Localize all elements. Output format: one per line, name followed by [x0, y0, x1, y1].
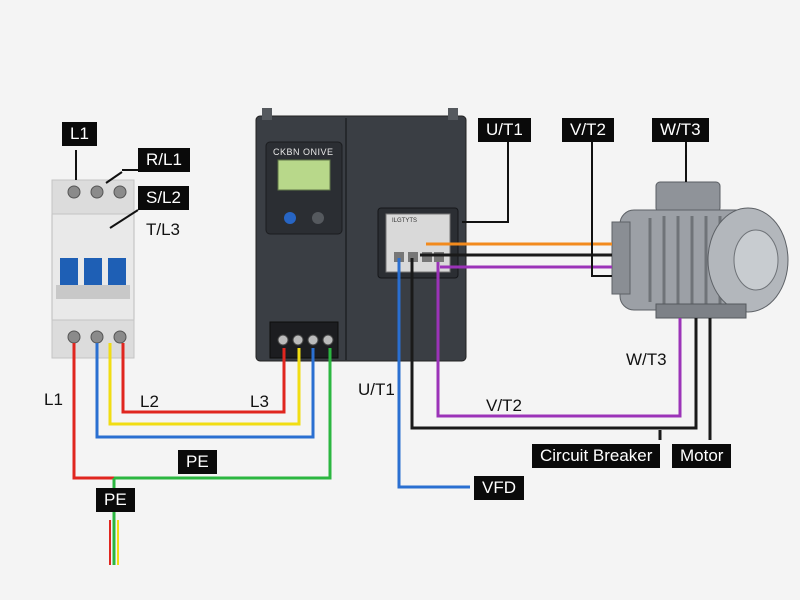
label-w-t3-mid: W/T3	[626, 350, 667, 369]
label-pe-mid: PE	[178, 450, 217, 474]
label-l2-bottom: L2	[140, 392, 159, 411]
label-v-t2-mid: V/T2	[486, 396, 522, 415]
label-w-t3-top: W/T3	[652, 118, 709, 142]
label-vfd: VFD	[474, 476, 524, 500]
label-r-l1: R/L1	[138, 148, 190, 172]
vfd-drive	[255, 108, 467, 362]
label-t-l3: T/L3	[146, 220, 181, 239]
label-pe-bottom: PE	[96, 488, 135, 512]
breaker-toggle-1	[60, 258, 78, 288]
motor	[611, 181, 789, 319]
label-l3-bottom: L3	[250, 392, 269, 411]
label-l1-top: L1	[62, 122, 97, 146]
label-v-t2-top: V/T2	[562, 118, 614, 142]
drive-inner-label: ILGTYTS	[392, 218, 418, 224]
label-motor: Motor	[672, 444, 732, 468]
drive-brand-text: CKBN ONIVE	[273, 147, 334, 157]
circuit-breaker	[51, 179, 135, 359]
breaker-toggle-2	[84, 258, 102, 288]
breaker-toggle-3	[108, 258, 126, 288]
label-circuit-breaker: Circuit Breaker	[532, 444, 661, 468]
label-l1-bottom: L1	[44, 390, 63, 409]
label-u-t1-top: U/T1	[478, 118, 531, 142]
label-u-t1-mid: U/T1	[358, 380, 395, 399]
label-s-l2: S/L2	[138, 186, 189, 210]
